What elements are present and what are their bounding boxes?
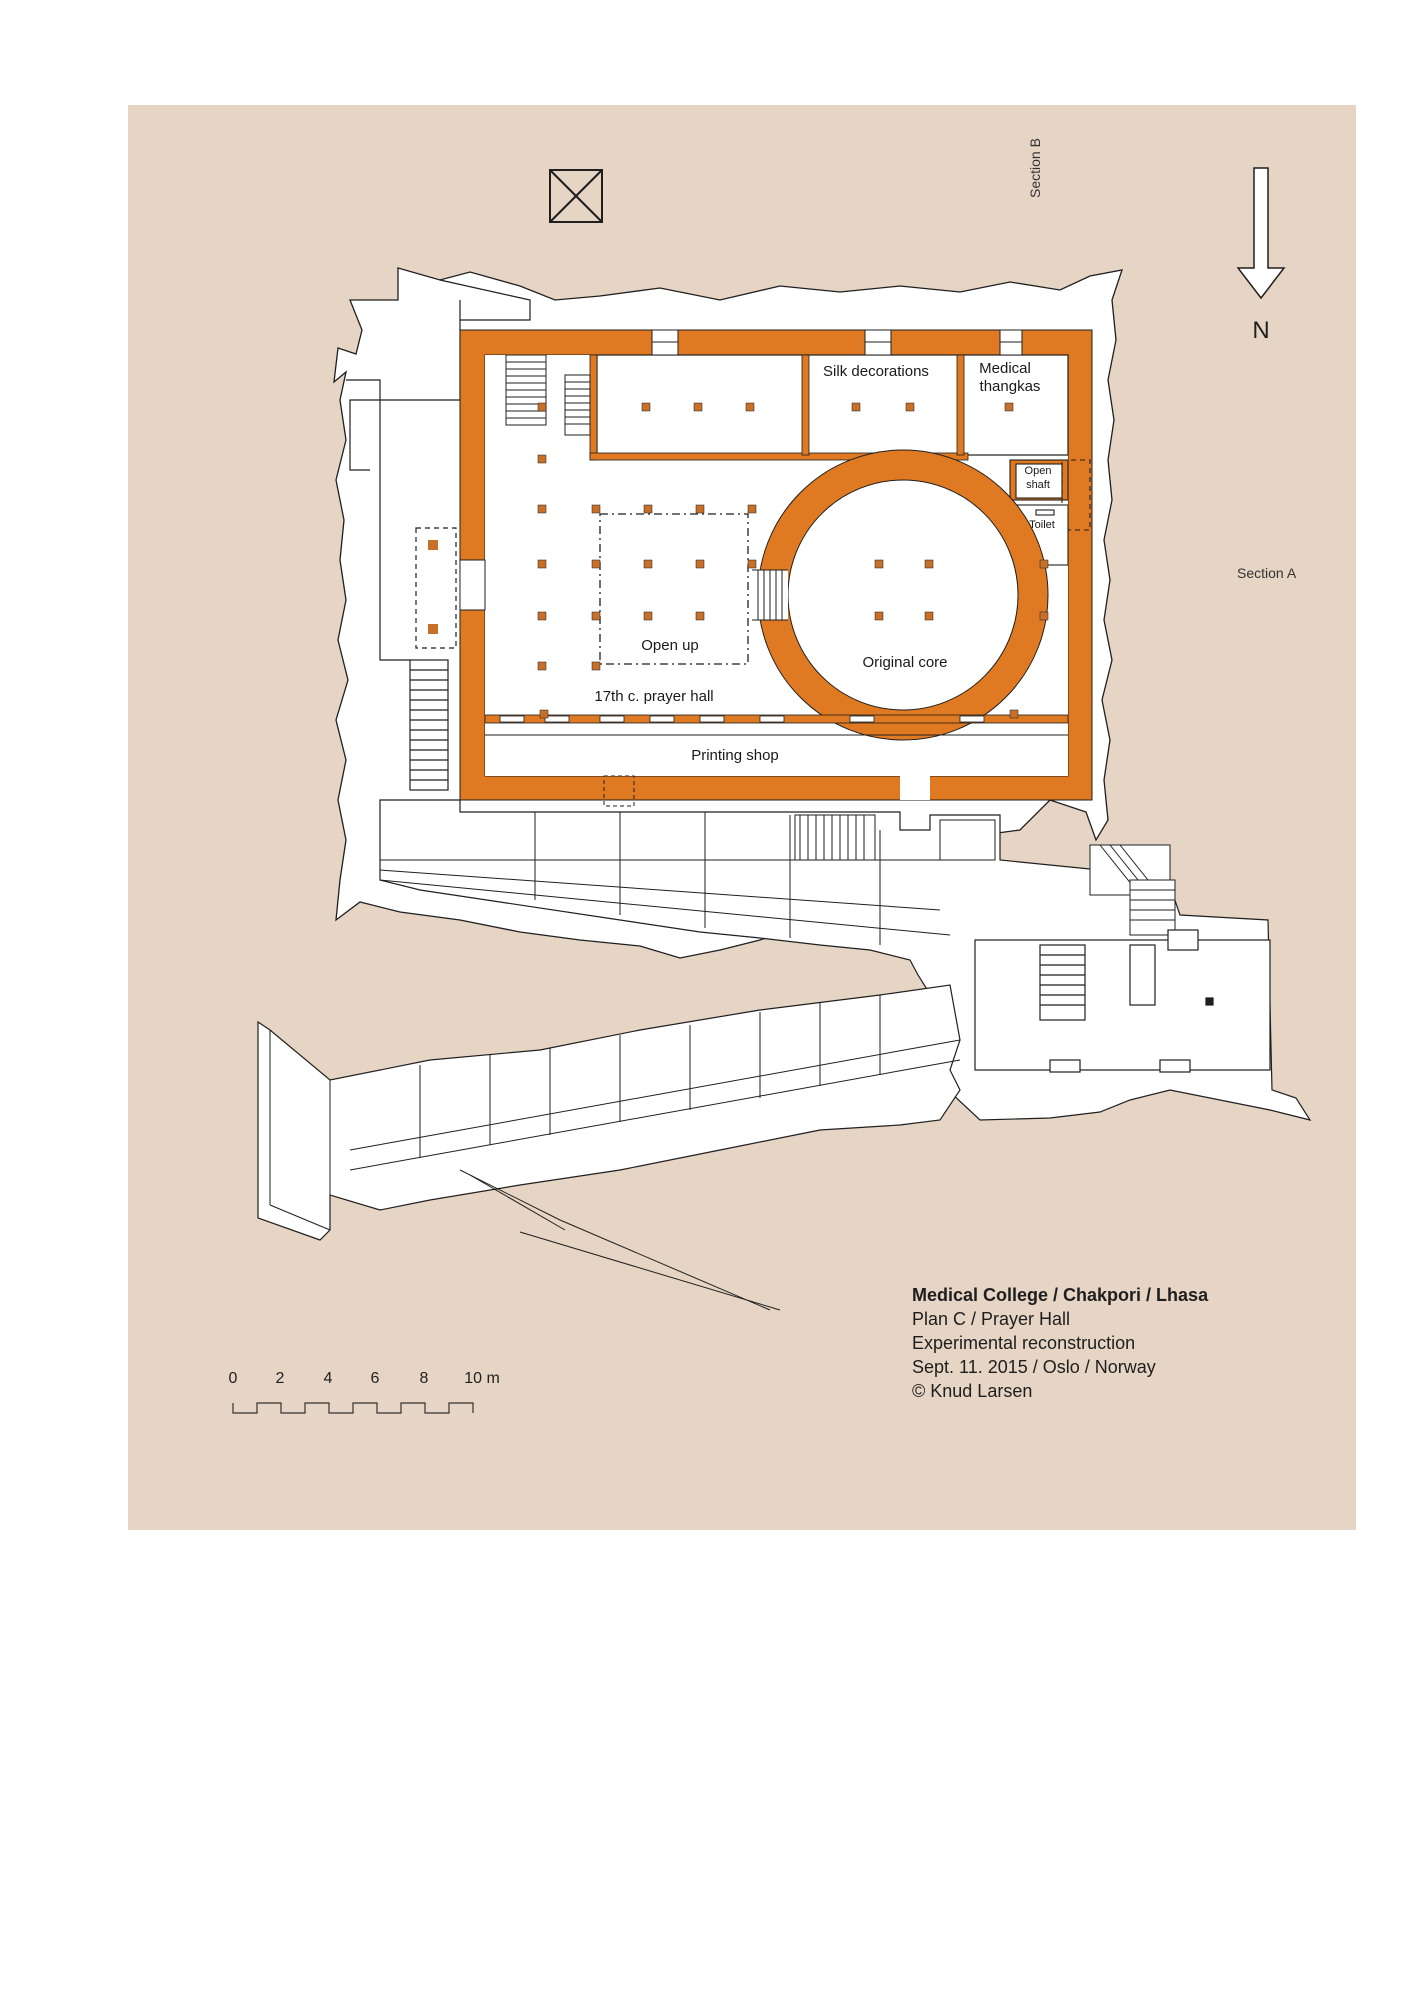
north-openings: [651, 329, 1023, 356]
scale-tick-4: 4: [324, 1370, 333, 1387]
drawing-date: Sept. 11. 2015 / Oslo / Norway: [912, 1357, 1156, 1377]
scale-tick-8: 8: [420, 1370, 429, 1387]
core-entrance-steps: [752, 569, 788, 621]
label-thangkas: thangkas: [980, 378, 1041, 395]
north-room-walls: [589, 354, 969, 461]
label-section-b: Section B: [1027, 138, 1043, 198]
pier-marker-box: [549, 169, 603, 223]
scale-tick-0: 0: [229, 1370, 238, 1387]
north-rooms: [596, 354, 1069, 456]
lower-terrace-lines: [379, 812, 1176, 945]
drawing-title: Medical College / Chakpori / Lhasa: [912, 1285, 1209, 1305]
label-open-up: Open up: [641, 637, 699, 654]
label-silk-decorations: Silk decorations: [823, 363, 929, 380]
drawing-subtitle: Plan C / Prayer Hall: [912, 1309, 1071, 1329]
label-shaft: shaft: [1026, 479, 1050, 491]
open-up-dashed-area: [599, 513, 749, 665]
north-label: N: [1252, 317, 1269, 344]
scale-tick-10m: 10 m: [464, 1370, 500, 1387]
north-arrow-icon: [1236, 167, 1286, 300]
scale-bar: [232, 1402, 474, 1414]
label-toilet: Toilet: [1029, 519, 1055, 531]
scale-tick-6: 6: [371, 1370, 380, 1387]
west-opening: [459, 559, 486, 611]
nw-staircase: [505, 354, 591, 436]
label-open: Open: [1025, 465, 1052, 477]
left-stepped-walls: [346, 279, 531, 791]
drawing-note: Experimental reconstruction: [912, 1333, 1136, 1353]
annex-building: [974, 929, 1271, 1073]
south-wall-windows: [499, 715, 985, 723]
label-prayer-hall: 17th c. prayer hall: [594, 688, 713, 705]
drawing-author: © Knud Larsen: [912, 1381, 1033, 1401]
label-medical: Medical: [979, 360, 1031, 377]
east-service-rooms: [1009, 459, 1091, 566]
south-dashed-niche: [603, 775, 635, 807]
label-printing-shop: Printing shop: [691, 747, 779, 764]
title-block: Medical College / Chakpori / Lhasa Plan …: [912, 1283, 1332, 1403]
lower-ramp-lines: [269, 995, 961, 1311]
label-section-a: Section A: [1237, 565, 1297, 581]
label-original-core: Original core: [862, 654, 947, 671]
scale-tick-2: 2: [276, 1370, 285, 1387]
pillars: [537, 402, 1049, 719]
south-entrance: [900, 776, 930, 800]
